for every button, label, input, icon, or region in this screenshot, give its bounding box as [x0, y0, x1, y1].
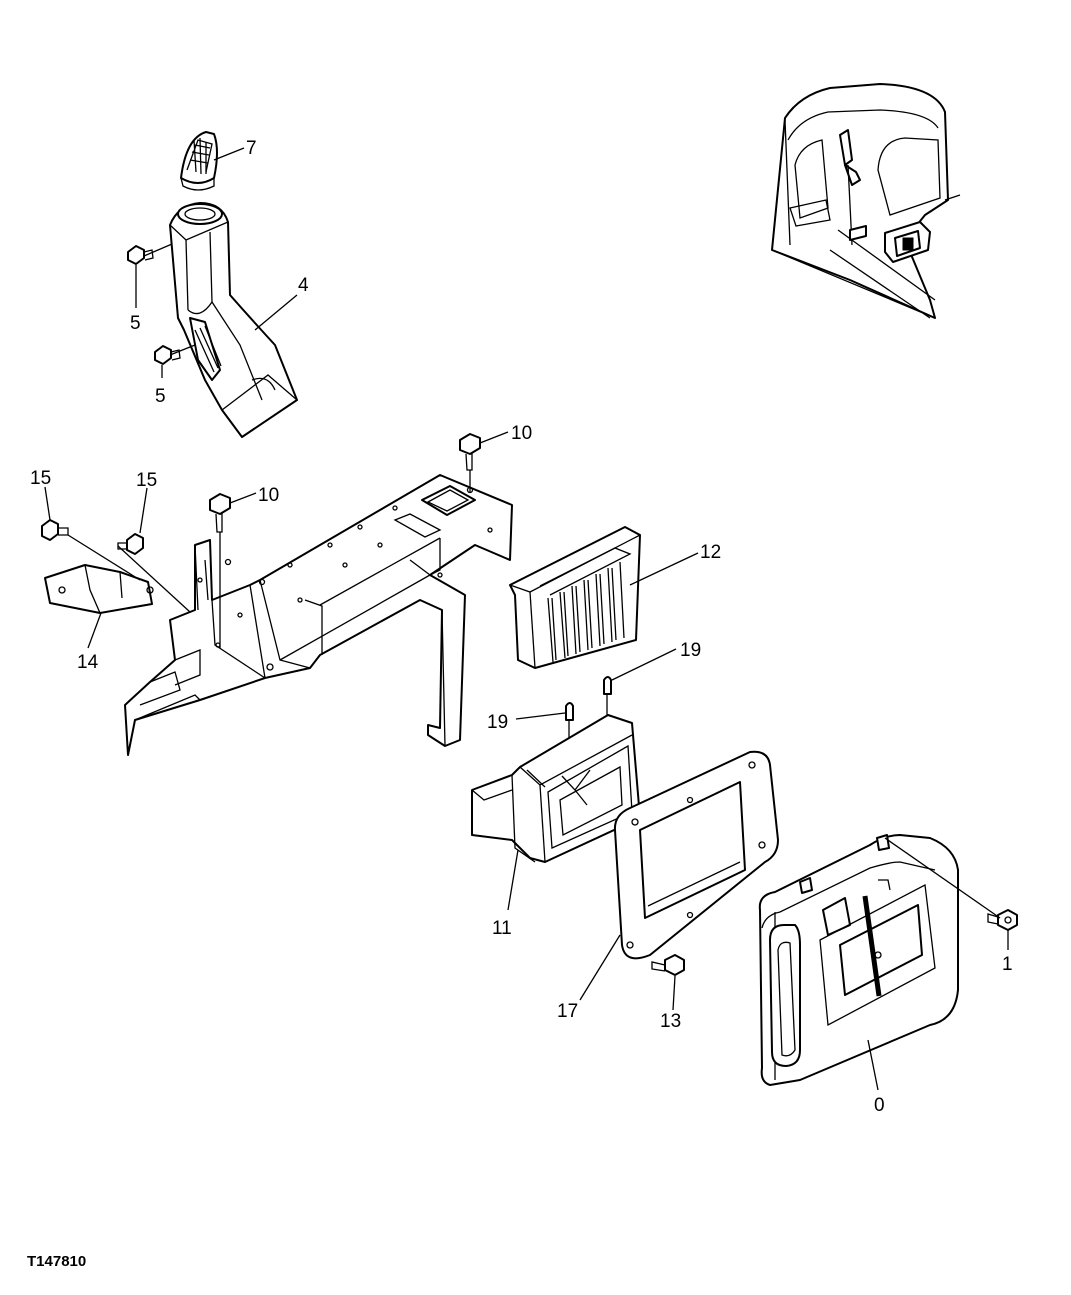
callout-14: 14: [77, 652, 99, 673]
callout-5b: 5: [155, 386, 166, 407]
cover-0: [758, 834, 959, 1086]
gasket-17: [613, 750, 779, 960]
callout-19a: 19: [680, 640, 701, 661]
callout-1: 1: [1002, 954, 1013, 975]
callout-17: 17: [557, 1001, 578, 1022]
callout-labels: 7 4 5 5 10 10 15 15 14 12 19 19 11 17 13…: [30, 138, 1013, 1116]
screw-15-right: [117, 533, 144, 555]
callout-4: 4: [298, 275, 309, 296]
callout-11: 11: [492, 918, 512, 939]
screw-5-upper: [127, 245, 154, 265]
leader-lines: [44, 147, 1009, 1091]
duct-4: [169, 202, 298, 438]
screw-13: [651, 954, 685, 976]
frame-holes: [197, 486, 493, 671]
louver-7: [180, 131, 218, 191]
cab-locator-view: [771, 83, 961, 319]
screw-1: [987, 909, 1018, 931]
filter-12: [509, 526, 641, 669]
bracket-14: [44, 564, 154, 614]
figure-code: T147810: [27, 1253, 86, 1270]
callout-12: 12: [700, 542, 721, 563]
screw-5-lower: [154, 345, 181, 365]
callout-15b: 15: [136, 470, 157, 491]
callout-0: 0: [874, 1095, 885, 1116]
callout-15a: 15: [30, 468, 51, 489]
callout-7: 7: [246, 138, 257, 159]
callout-5a: 5: [130, 313, 141, 334]
callout-19b: 19: [487, 712, 508, 733]
pin-19-left: [565, 702, 574, 760]
callout-10a: 10: [511, 423, 532, 444]
callout-13: 13: [660, 1011, 681, 1032]
screw-10-upper: [459, 433, 481, 471]
case-11: [471, 714, 641, 863]
support-frame: [124, 474, 513, 756]
screw-15-left: [41, 519, 69, 541]
screw-10-lower: [209, 493, 231, 533]
callout-10b: 10: [258, 485, 279, 506]
